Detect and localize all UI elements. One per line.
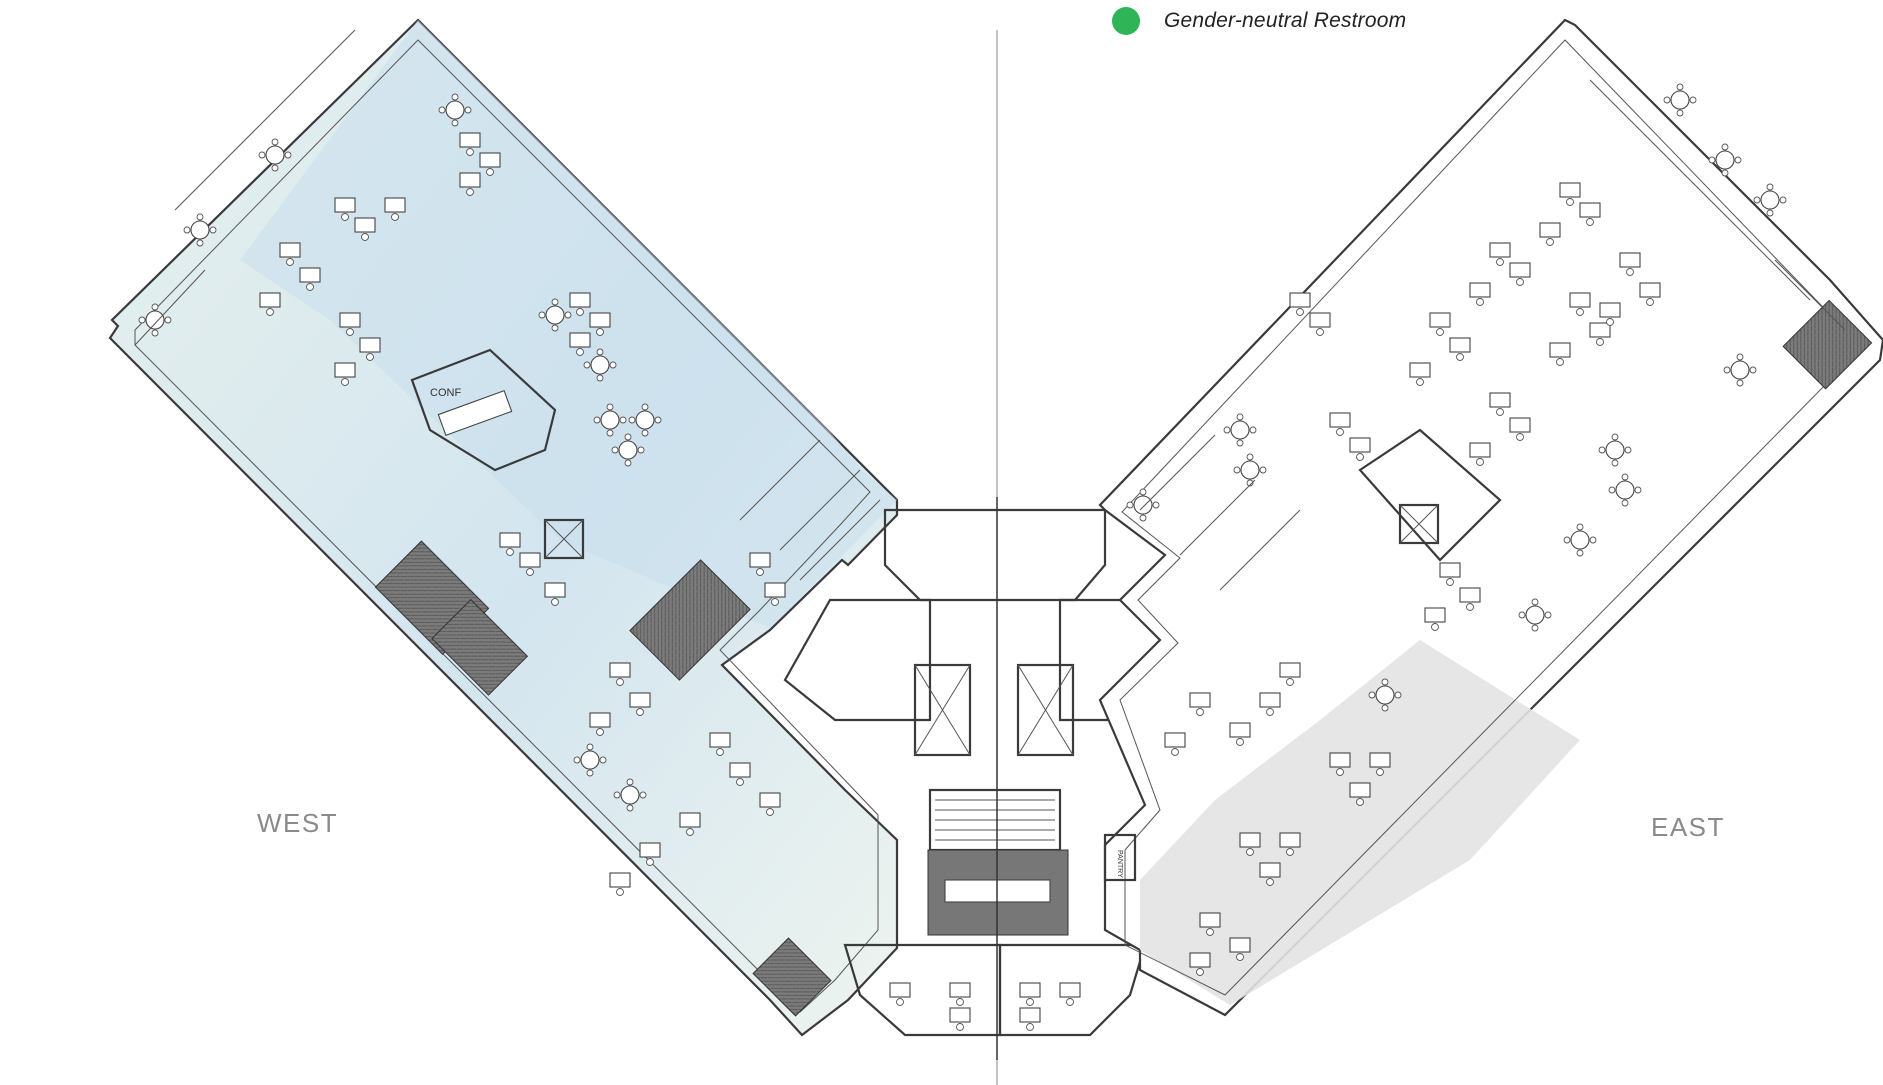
building-core [783,30,1207,1085]
pantry-label: PANTRY [1116,850,1123,878]
west-wing-label: WEST [257,808,339,838]
conf-room-label: CONF [430,387,461,399]
east-wing-label: EAST [1651,812,1725,842]
west-wing: CONF [108,18,899,1037]
legend: Gender-neutral Restroom [1112,4,1406,38]
legend-label: Gender-neutral Restroom [1164,9,1407,32]
green-dot-icon [1112,7,1140,35]
east-wing: PANTRY [1098,18,1883,1017]
